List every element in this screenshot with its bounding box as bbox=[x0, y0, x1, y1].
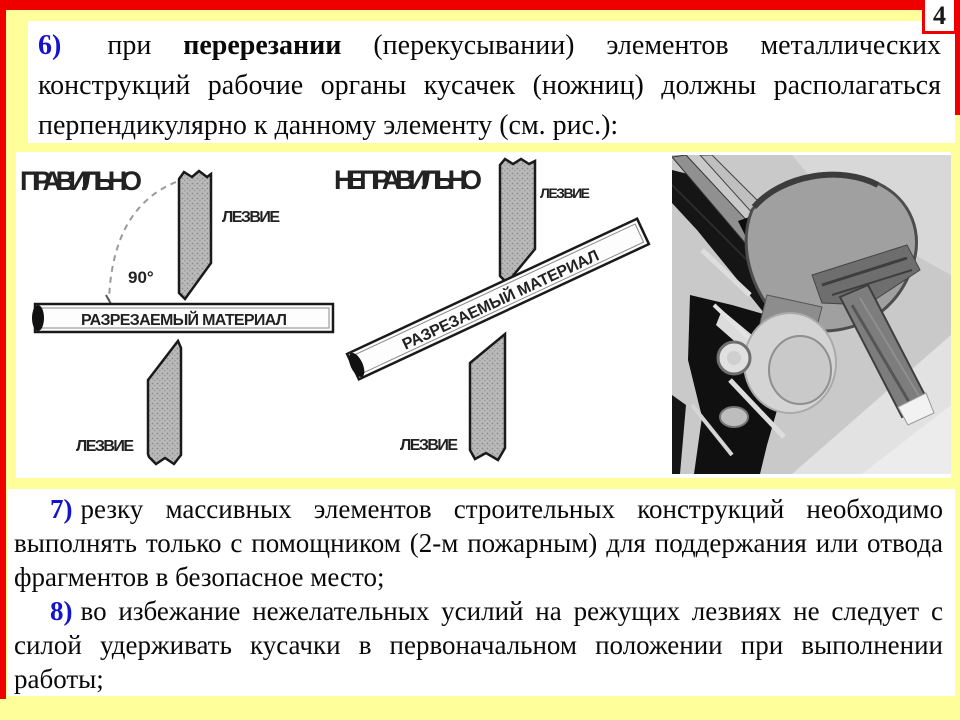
slide-border-left bbox=[0, 0, 6, 699]
item-6-text: (перекусывании) элементов металлических … bbox=[38, 30, 941, 141]
diagram-incorrect-title: НЕПРАВИЛЬНО bbox=[334, 165, 482, 195]
slide-number-badge: 4 bbox=[922, 0, 957, 34]
blade-bottom-incorrect-label: ЛЕЗВИЕ bbox=[400, 437, 458, 454]
blade-bottom-correct bbox=[146, 338, 183, 466]
item-7-marker: 7) bbox=[50, 494, 73, 524]
diagram-correct: ПРАВИЛЬНО ЛЕЗВИЕ 90° РАЗРЕЗАЕМЫЙ МАТЕРИА… bbox=[20, 166, 335, 466]
paragraph-item-7: 7)резку массивных элементов строительных… bbox=[14, 492, 943, 594]
blade-top-incorrect-label: ЛЕЗВИЕ bbox=[540, 185, 590, 201]
blade-top-correct bbox=[177, 169, 213, 301]
material-correct-label: РАЗРЕЗАЕМЫЙ МАТЕРИАЛ bbox=[81, 310, 287, 329]
angle-arc-tick bbox=[105, 294, 112, 305]
paragraphs-items-7-8: 7)резку массивных элементов строительных… bbox=[8, 489, 955, 696]
blade-top-correct-label: ЛЕЗВИЕ bbox=[222, 209, 280, 226]
slide-border-right bbox=[952, 0, 960, 115]
blade-bottom-incorrect bbox=[468, 331, 507, 462]
paragraph-item-6: 6) при перерезании (перекусывании) элемен… bbox=[28, 21, 955, 143]
material-bar-end bbox=[32, 305, 44, 331]
angle-arc bbox=[108, 181, 177, 302]
item-7-text: резку массивных элементов строительных к… bbox=[14, 494, 943, 592]
diagram-correct-title: ПРАВИЛЬНО bbox=[20, 166, 142, 196]
figure-band: ПРАВИЛЬНО ЛЕЗВИЕ 90° РАЗРЕЗАЕМЫЙ МАТЕРИА… bbox=[16, 152, 951, 478]
slide-border-top bbox=[0, 0, 960, 10]
paragraph-item-8: 8)во избежание нежелательных усилий на р… bbox=[14, 594, 943, 696]
item-8-text: во избежание нежелательных усилий на реж… bbox=[14, 596, 943, 694]
cutters-photo bbox=[672, 155, 951, 474]
diagram-incorrect: НЕПРАВИЛЬНО ЛЕЗВИЕ РАЗРЕЗАЕМЫЙ МАТЕРИАЛ … bbox=[334, 157, 651, 462]
item-6-marker: 6) bbox=[38, 30, 62, 61]
item-6-keyword: перерезании bbox=[183, 30, 342, 61]
slide-number-value: 4 bbox=[933, 0, 946, 30]
item-6-lead: при bbox=[107, 30, 152, 61]
blade-top-incorrect bbox=[498, 157, 537, 285]
blade-bottom-correct-label: ЛЕЗВИЕ bbox=[76, 438, 134, 455]
angle-value: 90° bbox=[128, 268, 154, 287]
item-8-marker: 8) bbox=[50, 596, 73, 626]
cutting-angle-diagram: ПРАВИЛЬНО ЛЕЗВИЕ 90° РАЗРЕЗАЕМЫЙ МАТЕРИА… bbox=[20, 157, 651, 466]
